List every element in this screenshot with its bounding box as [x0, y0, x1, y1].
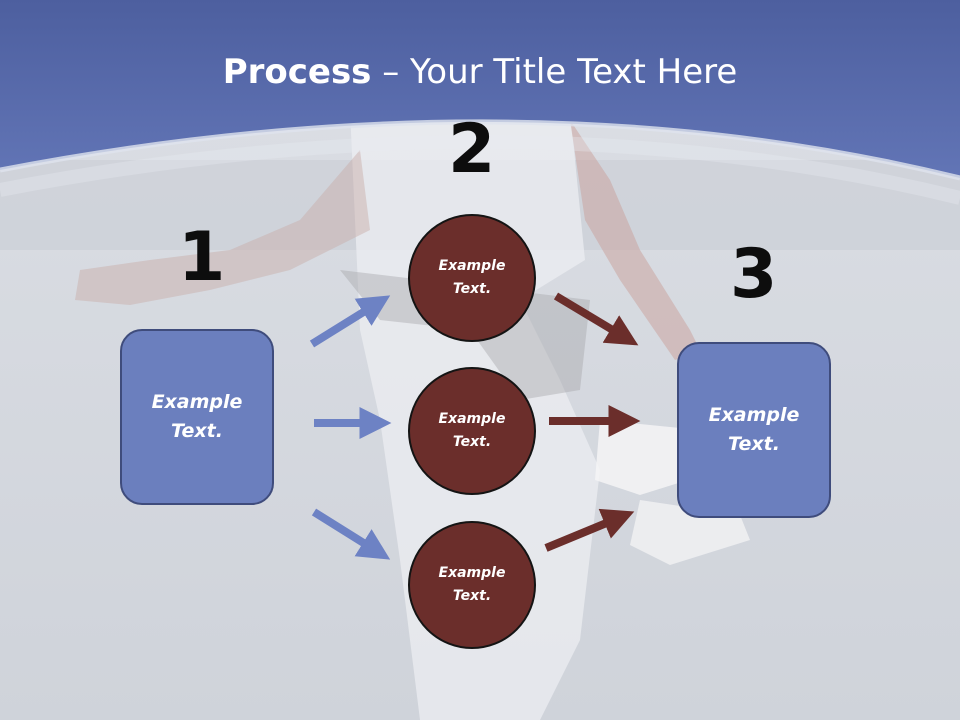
step2-circle-bottom: Example Text.: [408, 521, 536, 649]
circle-text-line1: Example: [438, 258, 506, 274]
step3-box: Example Text.: [677, 342, 831, 518]
step-number-1: 1: [178, 218, 226, 297]
circle-text-line1: Example: [438, 411, 506, 427]
step1-text-line1: Example: [151, 391, 243, 413]
step3-text-line2: Text.: [728, 433, 780, 455]
step2-circle-top: Example Text.: [408, 214, 536, 342]
step1-box: Example Text.: [120, 329, 274, 505]
arrow-step1-to-bottom: [311, 508, 391, 560]
step1-text-line2: Text.: [171, 420, 223, 442]
arrow-step1-to-top: [309, 295, 391, 348]
slide-title: Process – Your Title Text Here: [0, 52, 960, 92]
circle-text-line2: Text.: [452, 281, 492, 297]
step2-circle-middle: Example Text.: [408, 367, 536, 495]
arrow-bottom-to-step3: [544, 508, 635, 552]
circle-text-line1: Example: [438, 565, 506, 581]
circle-text-line2: Text.: [452, 588, 492, 604]
step3-text-line1: Example: [708, 404, 800, 426]
circle-text-line2: Text.: [452, 434, 492, 450]
step-number-3: 3: [730, 235, 778, 314]
title-rest: – Your Title Text Here: [371, 52, 738, 92]
title-bold: Process: [222, 52, 372, 92]
step-number-2: 2: [448, 110, 496, 189]
arrow-top-to-step3: [553, 292, 639, 346]
